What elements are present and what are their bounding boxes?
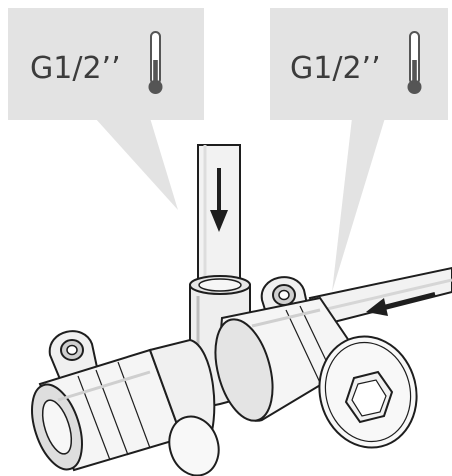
left-cartridge	[31, 348, 184, 472]
callout-right-label: G1/2’’	[290, 51, 381, 86]
flow-arrow-left-icon	[366, 292, 436, 316]
thermometer-cold-icon	[407, 31, 422, 94]
thermometer-cold-icon	[148, 31, 163, 94]
callout-right: G1/2’’	[270, 8, 448, 292]
callout-left-box	[8, 8, 204, 120]
hex-nut-icon	[344, 370, 394, 424]
left-cartridge-cap	[148, 338, 220, 476]
right-cartridge	[214, 296, 364, 422]
callout-right-pointer	[332, 118, 385, 292]
callout-left-label: G1/2’’	[30, 51, 121, 86]
callout-left: G1/2’’	[8, 8, 204, 210]
flow-arrow-down-icon	[210, 168, 228, 232]
callout-left-pointer	[95, 118, 178, 210]
